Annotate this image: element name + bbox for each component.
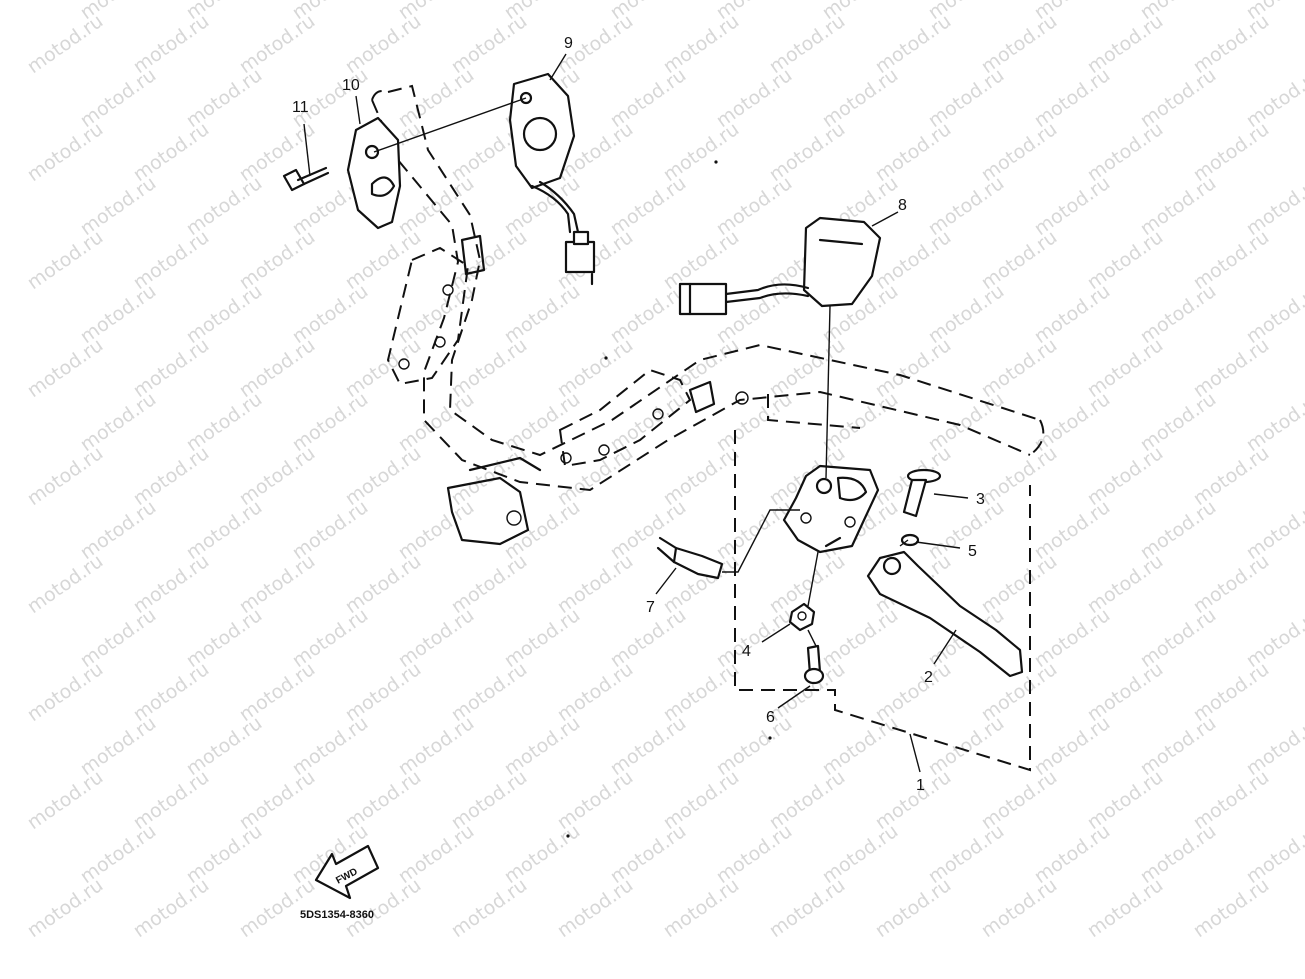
callout-7: 7 — [646, 599, 655, 616]
leader-lines — [303, 53, 969, 773]
switch-7 — [656, 536, 724, 580]
washer-5 — [900, 533, 920, 547]
bolt-11 — [282, 166, 330, 192]
bolt-6 — [803, 644, 825, 685]
callout-6: 6 — [766, 709, 775, 726]
callout-8: 8 — [898, 197, 907, 214]
callout-1: 1 — [916, 777, 925, 794]
bar-mount — [446, 456, 542, 546]
callout-9: 9 — [564, 35, 573, 52]
callout-5: 5 — [968, 543, 977, 560]
lever-bracket — [782, 464, 880, 554]
callout-3: 3 — [976, 491, 985, 508]
alignment-lines — [373, 97, 909, 647]
callout-4: 4 — [742, 643, 751, 660]
switch-8 — [678, 216, 882, 316]
callout-11: 11 — [292, 99, 309, 116]
clutch-lever-2 — [866, 550, 1024, 678]
diagram-part-number: 5DS1354-8360 — [300, 909, 374, 921]
switch-housing-9 — [508, 72, 596, 286]
pivot-screw-3 — [902, 468, 942, 518]
callout-2: 2 — [924, 669, 933, 686]
fwd-arrow-icon: FWD — [314, 844, 380, 900]
handlebar — [371, 84, 1045, 772]
callout-10: 10 — [342, 77, 360, 94]
nut-4 — [788, 602, 816, 632]
switch-housing-10 — [346, 116, 402, 230]
